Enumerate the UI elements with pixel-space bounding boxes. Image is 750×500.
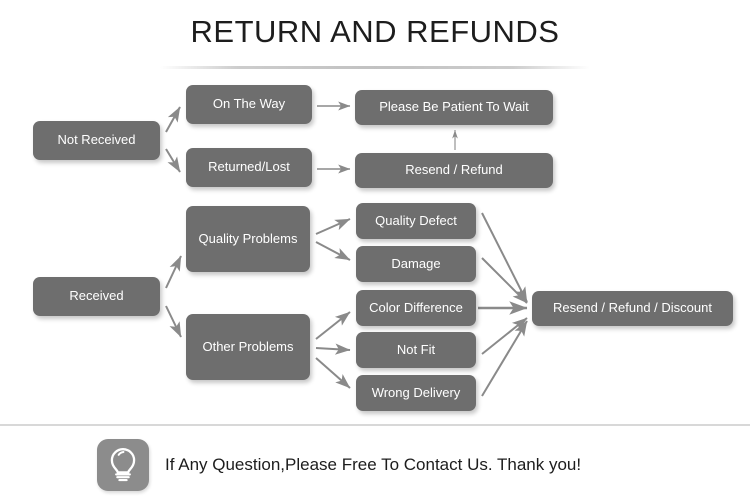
footer: If Any Question,Please Free To Contact U… (97, 437, 697, 493)
node-resend-refund[interactable]: Resend / Refund (355, 153, 553, 188)
edge-not-received-to-returned-lost (165, 148, 181, 173)
edge-other-problems-to-color-difference (315, 311, 351, 340)
node-not-fit[interactable]: Not Fit (356, 332, 476, 368)
page-title: RETURN AND REFUNDS (190, 14, 560, 49)
node-please-be-patient-to-wait[interactable]: Please Be Patient To Wait (355, 90, 553, 125)
node-returned-lost[interactable]: Returned/Lost (186, 148, 312, 187)
edge-other-problems-to-wrong-delivery (315, 357, 351, 389)
footer-text: If Any Question,Please Free To Contact U… (165, 455, 582, 474)
edge-quality-problems-to-damage (315, 241, 351, 261)
edge-quality-problems-to-quality-defect (315, 218, 351, 235)
edge-not-received-to-on-the-way (165, 106, 181, 133)
node-damage[interactable]: Damage (356, 246, 476, 282)
node-wrong-delivery[interactable]: Wrong Delivery (356, 375, 476, 411)
edge-not-fit-to-resend-refund-discount (481, 317, 528, 355)
lightbulb-icon (97, 439, 149, 491)
node-quality-defect[interactable]: Quality Defect (356, 203, 476, 239)
node-color-difference[interactable]: Color Difference (356, 290, 476, 326)
edge-damage-to-resend-refund-discount (481, 257, 528, 304)
node-received[interactable]: Received (33, 277, 160, 316)
edge-other-problems-to-not-fit (315, 343, 351, 355)
title-divider (160, 66, 590, 69)
node-not-received[interactable]: Not Received (33, 121, 160, 160)
edge-received-to-quality-problems (165, 255, 182, 289)
node-quality-problems[interactable]: Quality Problems (186, 206, 310, 272)
edge-wrong-delivery-to-resend-refund-discount (481, 320, 528, 397)
edge-received-to-other-problems (165, 305, 182, 338)
node-on-the-way[interactable]: On The Way (186, 85, 312, 124)
edge-quality-defect-to-resend-refund-discount (481, 212, 528, 303)
footer-divider (0, 424, 750, 426)
node-resend-refund-discount[interactable]: Resend / Refund / Discount (532, 291, 733, 326)
node-other-problems[interactable]: Other Problems (186, 314, 310, 380)
